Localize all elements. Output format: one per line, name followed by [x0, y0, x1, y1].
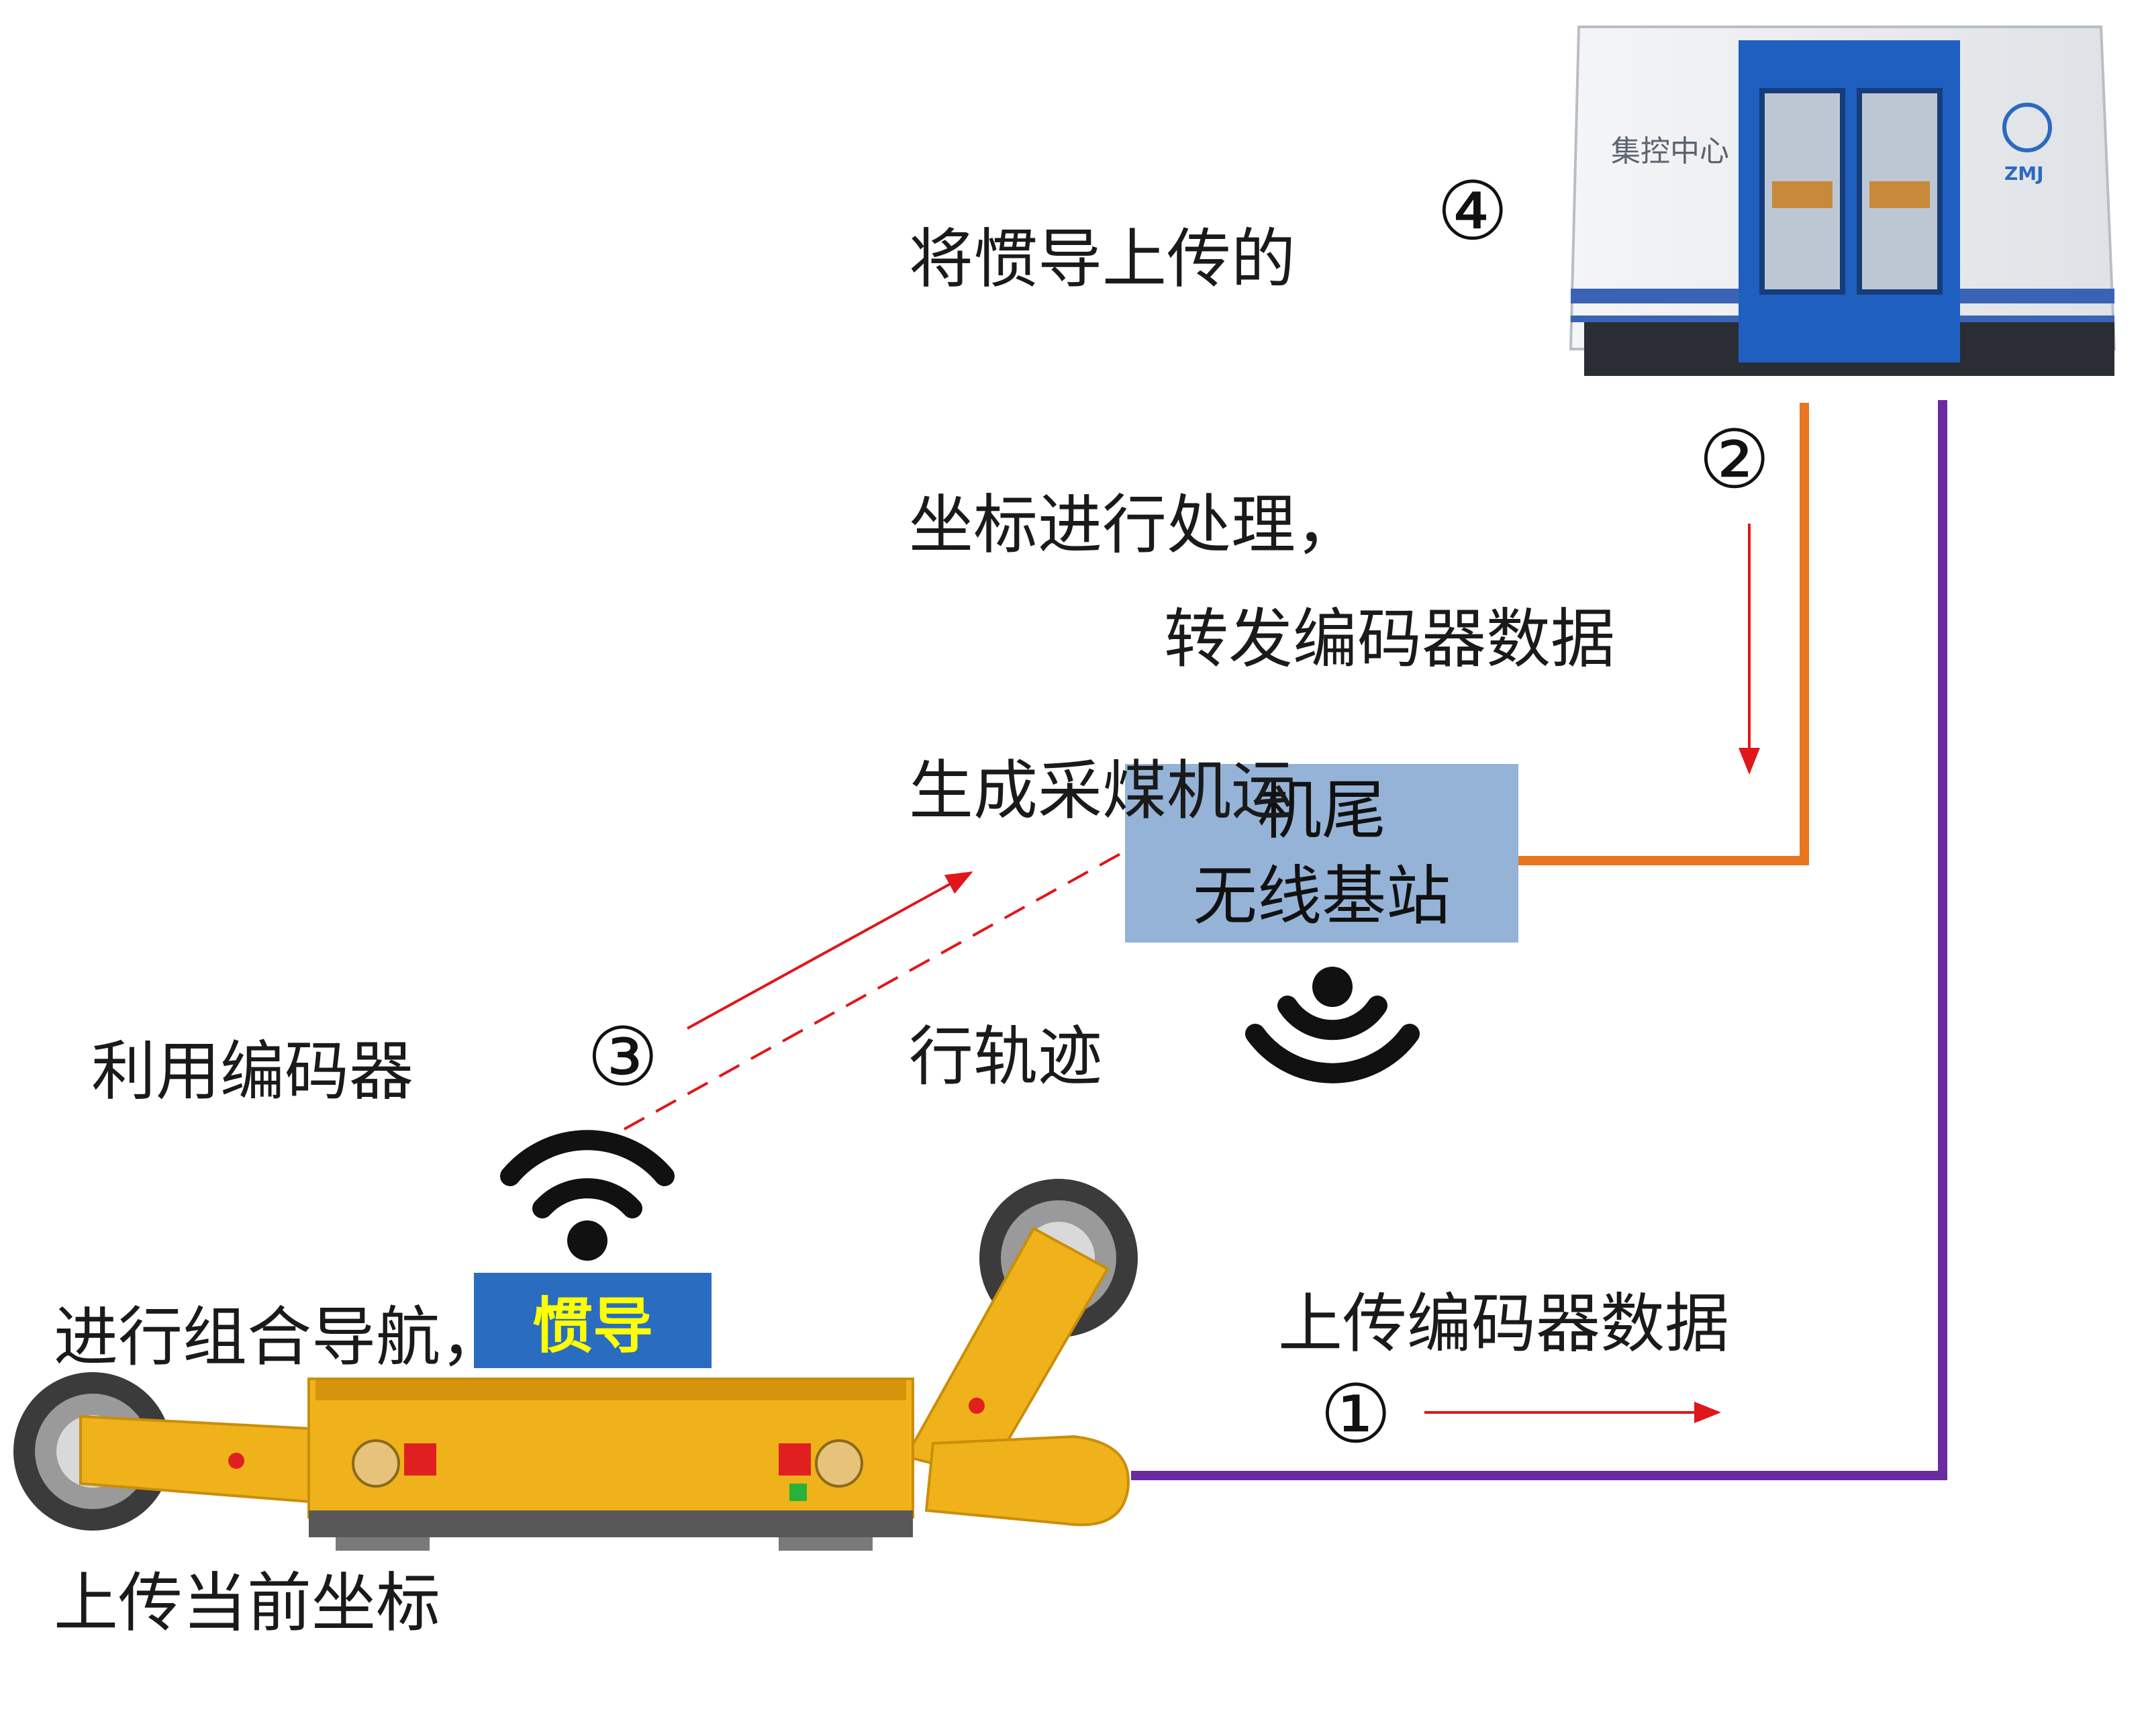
control-center-sign: 集控中心	[1611, 134, 1729, 168]
step4-number: ④	[1436, 165, 1509, 258]
step4-line-4: 行轨迹	[909, 1019, 1102, 1094]
step2-number: ②	[1698, 414, 1771, 507]
base-station-box: 机尾 无线基站	[1125, 764, 1518, 943]
control-center-logo: ZMJ	[2004, 162, 2044, 185]
step4-line-3: 生成采煤机运	[909, 753, 1296, 828]
step1-number: ①	[1320, 1368, 1392, 1461]
step3-line-2: 进行组合导航，	[54, 1300, 505, 1375]
arrow-step3-up	[687, 871, 973, 1030]
step1-text: 上传编码器数据	[1278, 1286, 1729, 1361]
ins-box: 惯导	[474, 1273, 712, 1368]
step2-text: 转发编码器数据	[1164, 601, 1615, 677]
shearer-icon	[13, 1179, 1138, 1551]
ins-label: 惯导	[532, 1291, 653, 1361]
step3-line-3: 上传当前坐标	[54, 1565, 440, 1641]
purple-link-line	[1131, 400, 1947, 1480]
step3-text: 利用编码器 进行组合导航， 上传当前坐标	[54, 850, 505, 1736]
step3-number: ③	[587, 1011, 659, 1104]
base-station-line-1: 机尾	[1257, 773, 1386, 848]
wifi-icon	[500, 1130, 675, 1261]
dashed-link-step3	[624, 850, 1126, 1130]
step4-text: 将惯导上传的 坐标进行处理， 生成采煤机运 行轨迹	[909, 38, 1360, 1190]
step3-line-1: 利用编码器	[91, 1034, 413, 1109]
step4-line-2: 坐标进行处理，	[909, 487, 1360, 563]
step4-line-1: 将惯导上传的	[909, 222, 1296, 297]
base-station-line-2: 无线基站	[1193, 859, 1451, 934]
orange-link-line	[1518, 403, 1809, 865]
control-center-icon: 集控中心 ZMJ	[1569, 26, 2116, 376]
wireless-signal-icon	[1245, 967, 1420, 1083]
